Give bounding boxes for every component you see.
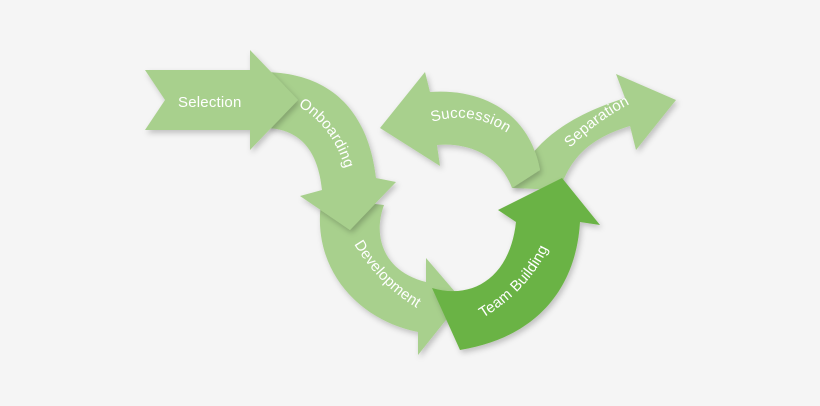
team-building-arrow-shape xyxy=(432,178,600,350)
selection-arrow xyxy=(145,50,298,150)
succession-arrow-shape xyxy=(380,72,540,188)
team-building-arrow xyxy=(432,178,600,350)
succession-arrow xyxy=(380,72,540,188)
selection-label: Selection xyxy=(178,94,242,111)
onboarding-arrow-shape xyxy=(262,72,396,230)
selection-arrow-shape xyxy=(145,50,298,150)
onboarding-arrow xyxy=(262,72,396,230)
development-arrow xyxy=(319,198,462,355)
development-arrow-shape xyxy=(319,198,462,355)
separation-arrow xyxy=(512,74,676,190)
separation-arrow-shape xyxy=(512,74,676,190)
